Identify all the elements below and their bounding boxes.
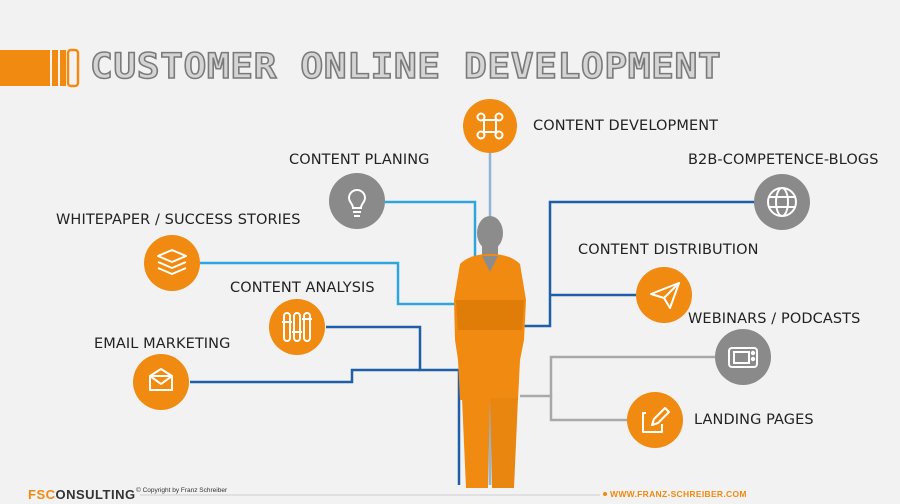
header-bar [0, 48, 80, 88]
connector-email-marketing [190, 368, 420, 384]
label-content-distribution: CONTENT DISTRIBUTION [578, 242, 759, 258]
footer-logo-fsc: FSC [28, 487, 56, 502]
connector-webinars [520, 355, 715, 398]
node-circle [329, 173, 385, 229]
label-email-marketing: EMAIL MARKETING [94, 336, 231, 352]
node-webinars [715, 329, 771, 385]
header-bar-stripe [60, 50, 66, 86]
figure-arms [456, 300, 524, 330]
sliders-icon [282, 312, 312, 342]
header-bar-stripe [52, 50, 58, 86]
label-landing-pages: LANDING PAGES [694, 412, 814, 428]
envelope-icon [149, 368, 173, 391]
node-circle [627, 392, 683, 448]
node-content-analysis [269, 299, 325, 355]
tv-icon [728, 347, 758, 368]
paper-plane-icon [650, 282, 680, 309]
footer-copyright: © Copyright by Franz Schreiber [136, 487, 228, 494]
footer-logo: FSCONSULTING [28, 487, 136, 502]
node-circle [715, 329, 771, 385]
node-email-marketing [133, 354, 189, 410]
figure-collar [482, 256, 498, 272]
figure-neck [482, 246, 498, 256]
edit-icon [642, 407, 670, 433]
node-circle [754, 174, 810, 230]
node-content-planing [329, 173, 385, 229]
label-content-development: CONTENT DEVELOPMENT [533, 118, 719, 134]
connector-b2b-blogs [522, 200, 755, 328]
label-content-analysis: CONTENT ANALYSIS [230, 280, 375, 296]
lightbulb-icon [347, 189, 367, 217]
connector-content-analysis [326, 325, 461, 485]
node-whitepaper [144, 235, 200, 291]
footer-logo-onsulting: ONSULTING [55, 487, 136, 502]
businessman-figure [454, 216, 526, 488]
label-whitepaper: WHITEPAPER / SUCCESS STORIES [56, 212, 301, 228]
page-title: CUSTOMER ONLINE DEVELOPMENT [89, 45, 722, 87]
label-b2b-blogs: B2B-COMPETENCE-BLOGS [688, 152, 879, 168]
node-circle [636, 267, 692, 323]
label-content-planing: CONTENT PLANING [289, 152, 430, 168]
layers-icon [157, 249, 187, 275]
connector-landing-pages [549, 396, 627, 422]
node-circle [463, 99, 517, 153]
footer-website: WWW.FRANZ-SCHREIBER.COM [610, 489, 747, 499]
node-content-distribution [636, 267, 692, 323]
connector-whitepaper [200, 261, 468, 306]
header-bar-cap [66, 48, 80, 88]
globe-icon [767, 187, 797, 217]
footer-dot [603, 492, 607, 496]
node-landing-pages [627, 392, 683, 448]
figure-right-leg [490, 398, 518, 488]
node-content-development [463, 99, 517, 153]
header-bar-orange [0, 50, 50, 86]
figure-head [477, 216, 503, 250]
node-circle [133, 354, 189, 410]
node-circle [269, 299, 325, 355]
figure-left-leg [462, 398, 490, 488]
node-b2b-blogs [754, 174, 810, 230]
command-icon [476, 112, 504, 140]
label-webinars: WEBINARS / PODCASTS [688, 311, 861, 327]
